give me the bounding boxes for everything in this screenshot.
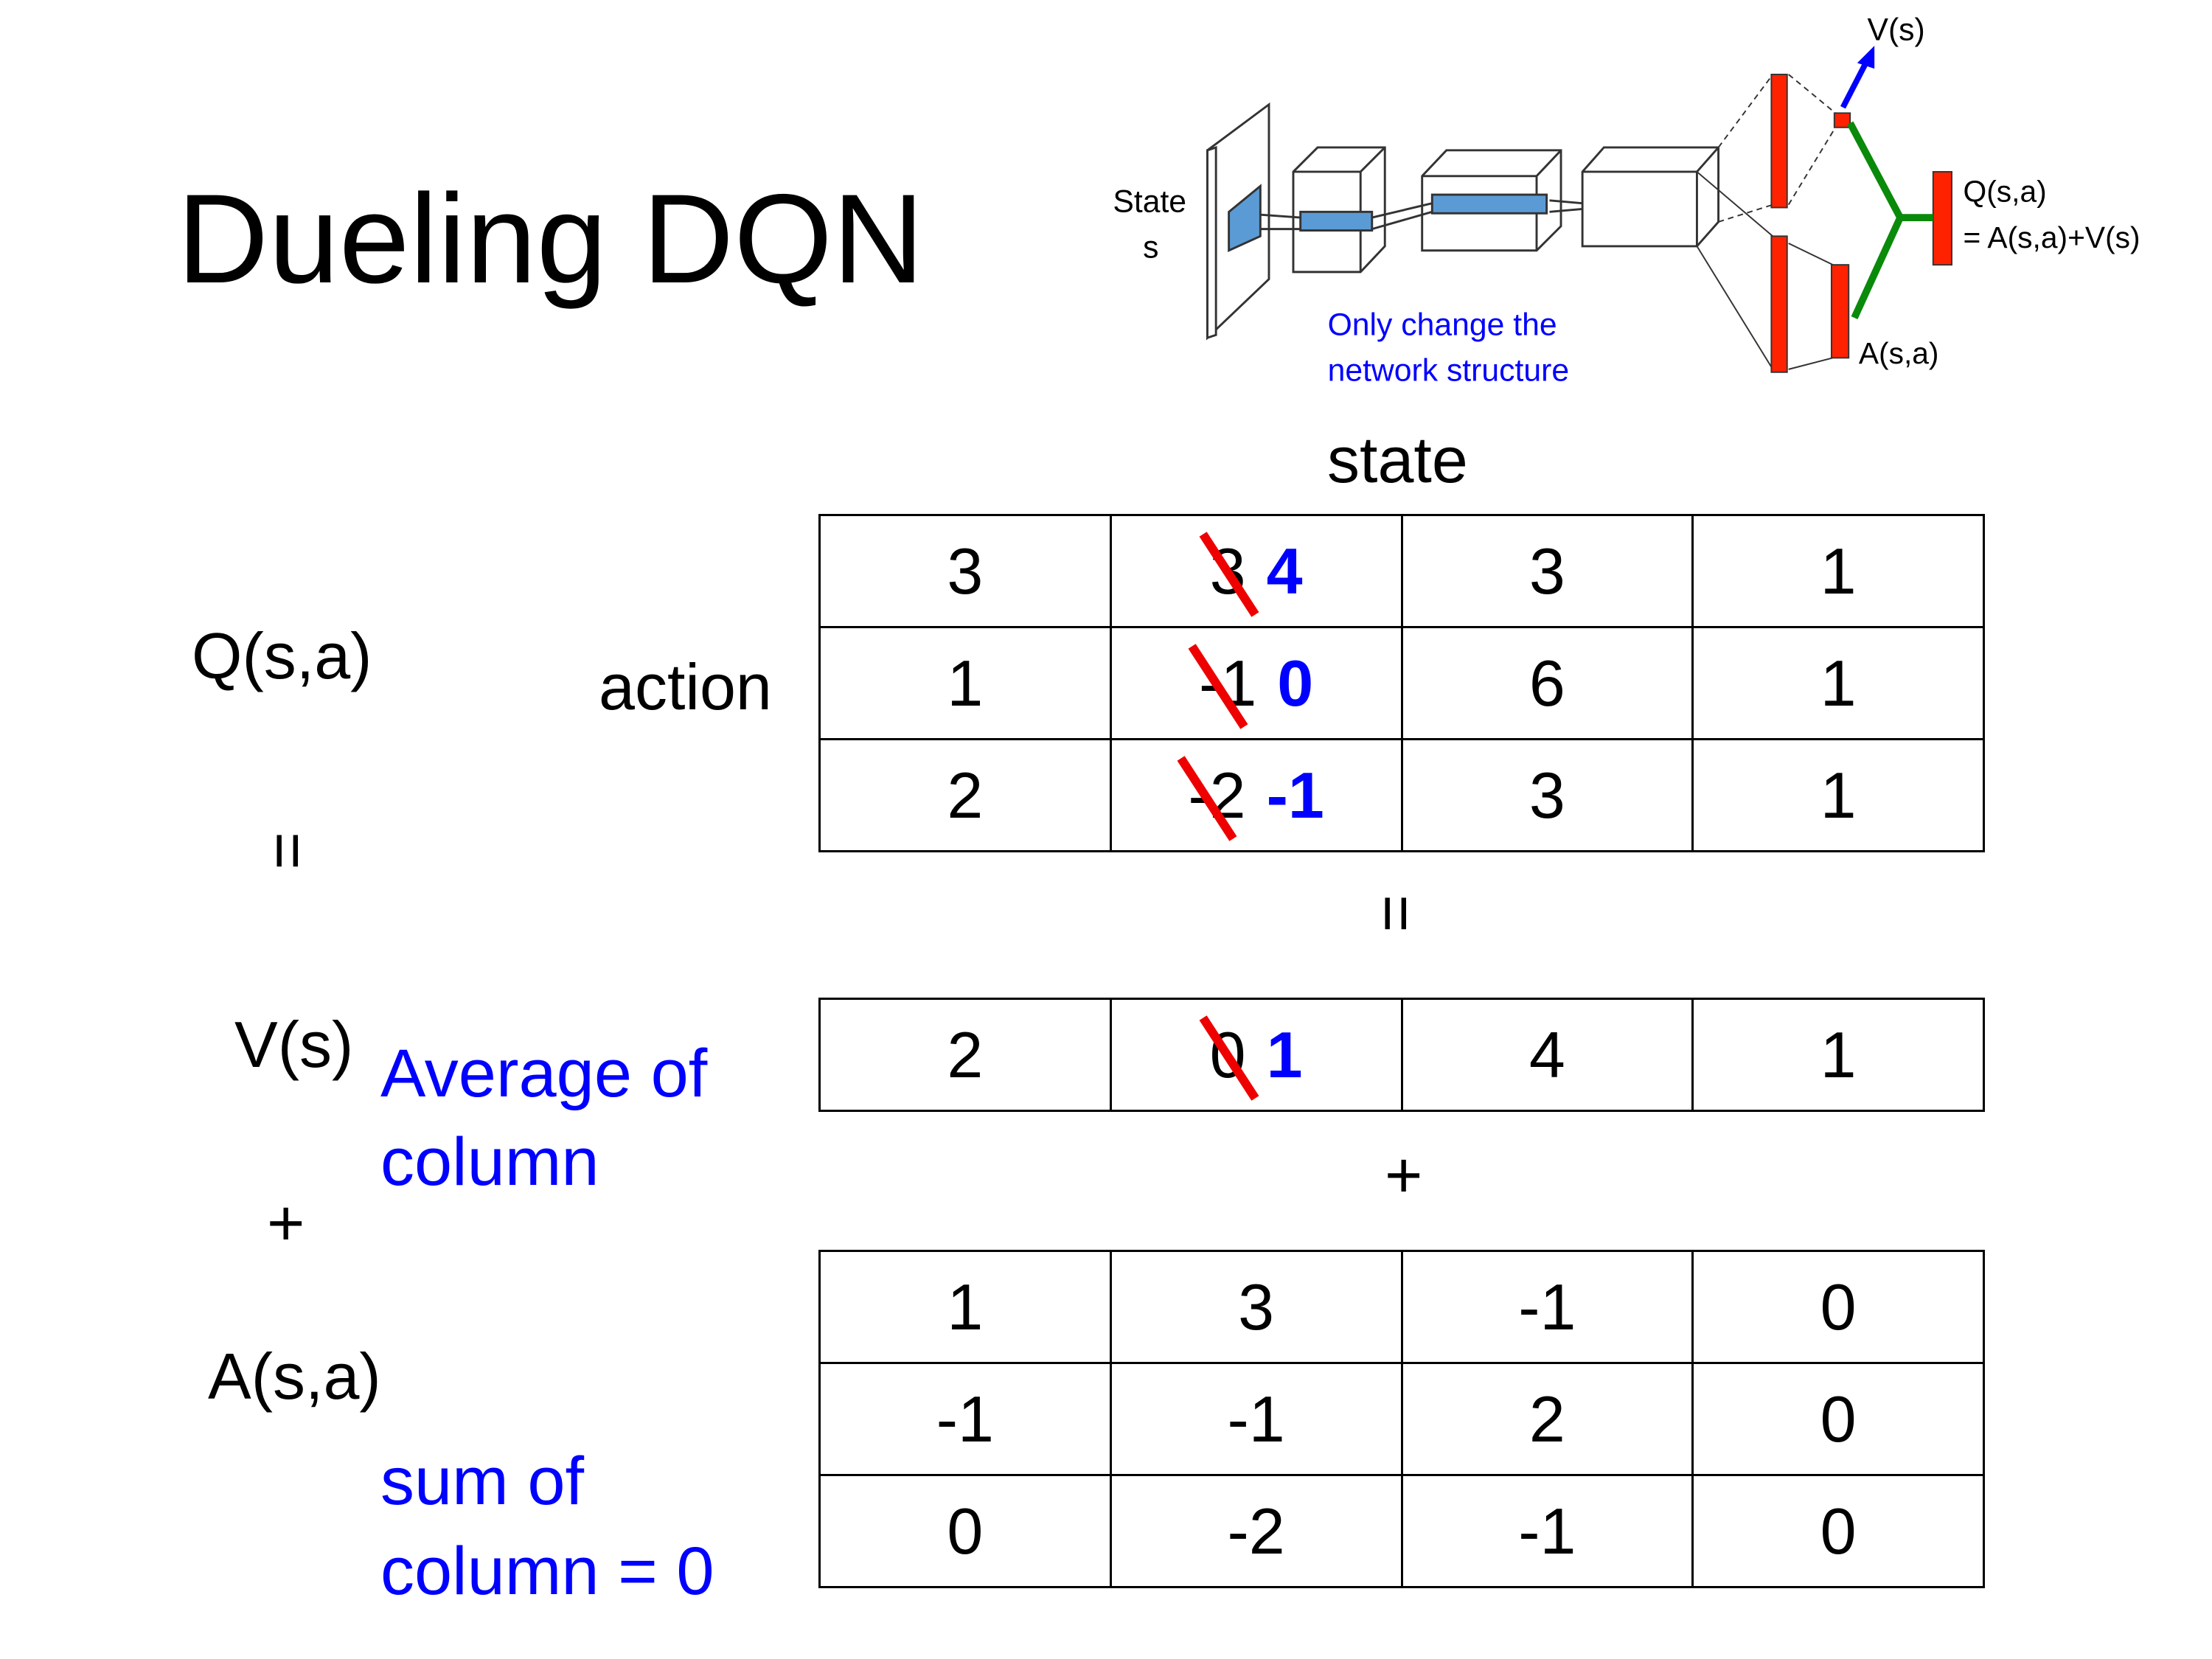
table-cell: 2 (818, 998, 1112, 1112)
a-output-label: A(s,a) (1859, 336, 1939, 370)
corrected-value: 0 (1277, 646, 1314, 720)
conv-layer-2 (1371, 149, 1562, 252)
struck-old-value: 0 (1209, 1018, 1246, 1091)
state-label: State (1113, 184, 1186, 219)
table-cell: 2 (818, 738, 1112, 852)
v-note-line-2: column (380, 1124, 599, 1200)
table-cell: 1 (1691, 738, 1985, 852)
dueling-network-diagram: State s (1113, 12, 2140, 388)
table-cell: 2 (1400, 1362, 1694, 1476)
struck-old-value: 3 (1209, 534, 1246, 608)
table-cell: 1 (1691, 626, 1985, 740)
input-layer (1206, 102, 1270, 341)
table-cell: 0 (1691, 1474, 1985, 1588)
corrected-value: -1 (1266, 758, 1324, 832)
corrected-value: 4 (1266, 534, 1303, 608)
table-cell: 1 (818, 626, 1112, 740)
q-formula-label: = A(s,a)+V(s) (1964, 220, 2140, 254)
conv-layer-3 (1549, 146, 1720, 248)
q-output-label: Q(s,a) (1964, 175, 2047, 209)
table-cell: -2 (1109, 1474, 1403, 1588)
table-cell: -2 -1 (1109, 738, 1403, 852)
connections (1696, 74, 1838, 370)
table-cell: 6 (1400, 626, 1694, 740)
v-output-label: V(s) (1867, 12, 1924, 47)
a-note-line-2: column = 0 (380, 1534, 714, 1609)
page-title: Dueling DQN (177, 168, 925, 310)
q-label: Q(s,a) (192, 619, 372, 692)
table-cell: 3 (1400, 514, 1694, 628)
struck-old-value: -1 (1199, 646, 1257, 720)
action-axis-label: action (599, 650, 772, 723)
table-cell: -1 (1400, 1474, 1694, 1588)
table-cell: -1 (818, 1362, 1112, 1476)
plus-mid: + (1385, 1138, 1423, 1211)
table-cell: 1 (1691, 998, 1985, 1112)
table-cell: 3 (1400, 738, 1694, 852)
state-sub-label: s (1143, 229, 1158, 265)
conv-layer-1 (1260, 146, 1386, 274)
table-cell: 0 (1691, 1362, 1985, 1476)
plus-left: + (267, 1186, 305, 1259)
note-line-2: network structure (1328, 352, 1570, 388)
struck-old-value: -2 (1188, 758, 1246, 832)
equals-mid: = (1360, 894, 1433, 933)
a-label: A(s,a) (208, 1340, 381, 1413)
table-cell: -1 0 (1109, 626, 1403, 740)
value-arrow-icon (1840, 46, 1875, 109)
dense-layers (1770, 73, 1952, 373)
table-cell: -1 (1109, 1362, 1403, 1476)
equals-left: = (251, 832, 325, 870)
table-cell: 1 (818, 1250, 1112, 1364)
merge-lines (1846, 121, 1933, 320)
table-cell: 4 (1400, 998, 1694, 1112)
v-note-line-1: Average of (380, 1036, 708, 1111)
table-cell: 3 (818, 514, 1112, 628)
table-cell: 3 (1109, 1250, 1403, 1364)
state-axis-label: state (1327, 423, 1468, 496)
table-cell: 1 (1691, 514, 1985, 628)
table-cell: -1 (1400, 1250, 1694, 1364)
a-note-line-1: sum of (380, 1444, 585, 1519)
table-cell: 0 (818, 1474, 1112, 1588)
corrected-value: 1 (1266, 1018, 1303, 1091)
v-label: V(s) (234, 1008, 354, 1081)
note-line-1: Only change the (1328, 307, 1557, 342)
table-cell: 0 (1691, 1250, 1985, 1364)
